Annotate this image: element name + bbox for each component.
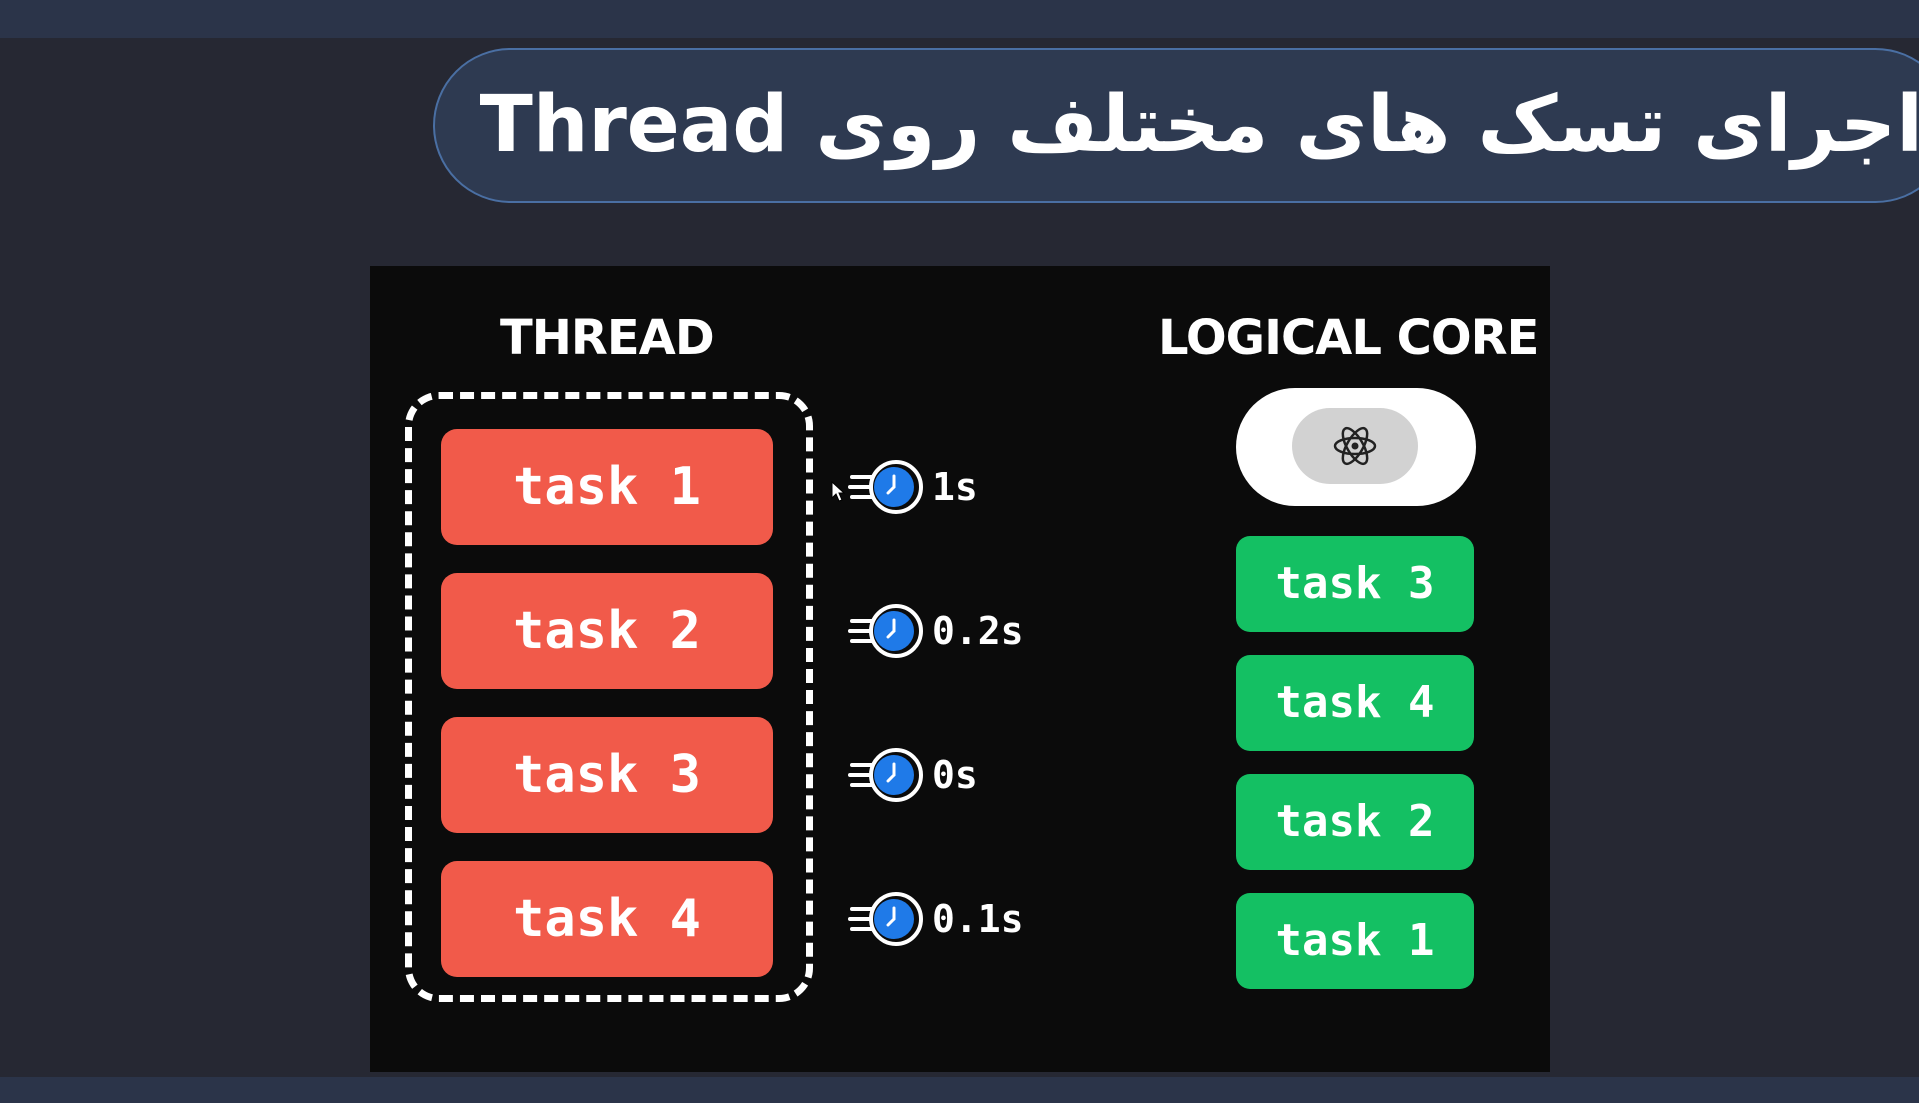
timing-label: 0.2s [932, 609, 1024, 653]
page-title: اجرای تسک های مختلف روی Thread [479, 80, 1919, 170]
thread-task: task 1 [441, 429, 773, 545]
thread-container [405, 392, 813, 1002]
bottom-strip [0, 1077, 1919, 1103]
clock-icon [848, 604, 923, 658]
clock-icon [848, 748, 923, 802]
timing-label: 0.1s [932, 897, 1024, 941]
thread-task: task 4 [441, 861, 773, 977]
top-strip [0, 0, 1919, 38]
logical-core [1236, 388, 1476, 506]
core-task: task 3 [1236, 536, 1474, 632]
atom-icon [1333, 426, 1377, 466]
core-task: task 1 [1236, 893, 1474, 989]
timing-row: 0.1s [848, 889, 1024, 949]
thread-task: task 2 [441, 573, 773, 689]
logical-core-heading: LOGICAL CORE [1158, 310, 1539, 366]
timing-label: 1s [932, 465, 978, 509]
diagram-slide: THREAD LOGICAL CORE task 1 task 2 task 3… [370, 266, 1550, 1072]
timing-row: 0s [848, 745, 978, 805]
core-slot [1292, 408, 1418, 484]
thread-task: task 3 [441, 717, 773, 833]
timing-row: 0.2s [848, 601, 1024, 661]
core-task: task 2 [1236, 774, 1474, 870]
title-banner: اجرای تسک های مختلف روی Thread [433, 48, 1919, 203]
timing-label: 0s [932, 753, 978, 797]
core-task: task 4 [1236, 655, 1474, 751]
clock-icon [848, 460, 923, 514]
mouse-cursor-icon [831, 481, 845, 502]
clock-icon [848, 892, 923, 946]
timing-row: 1s [848, 457, 978, 517]
thread-heading: THREAD [500, 310, 715, 366]
